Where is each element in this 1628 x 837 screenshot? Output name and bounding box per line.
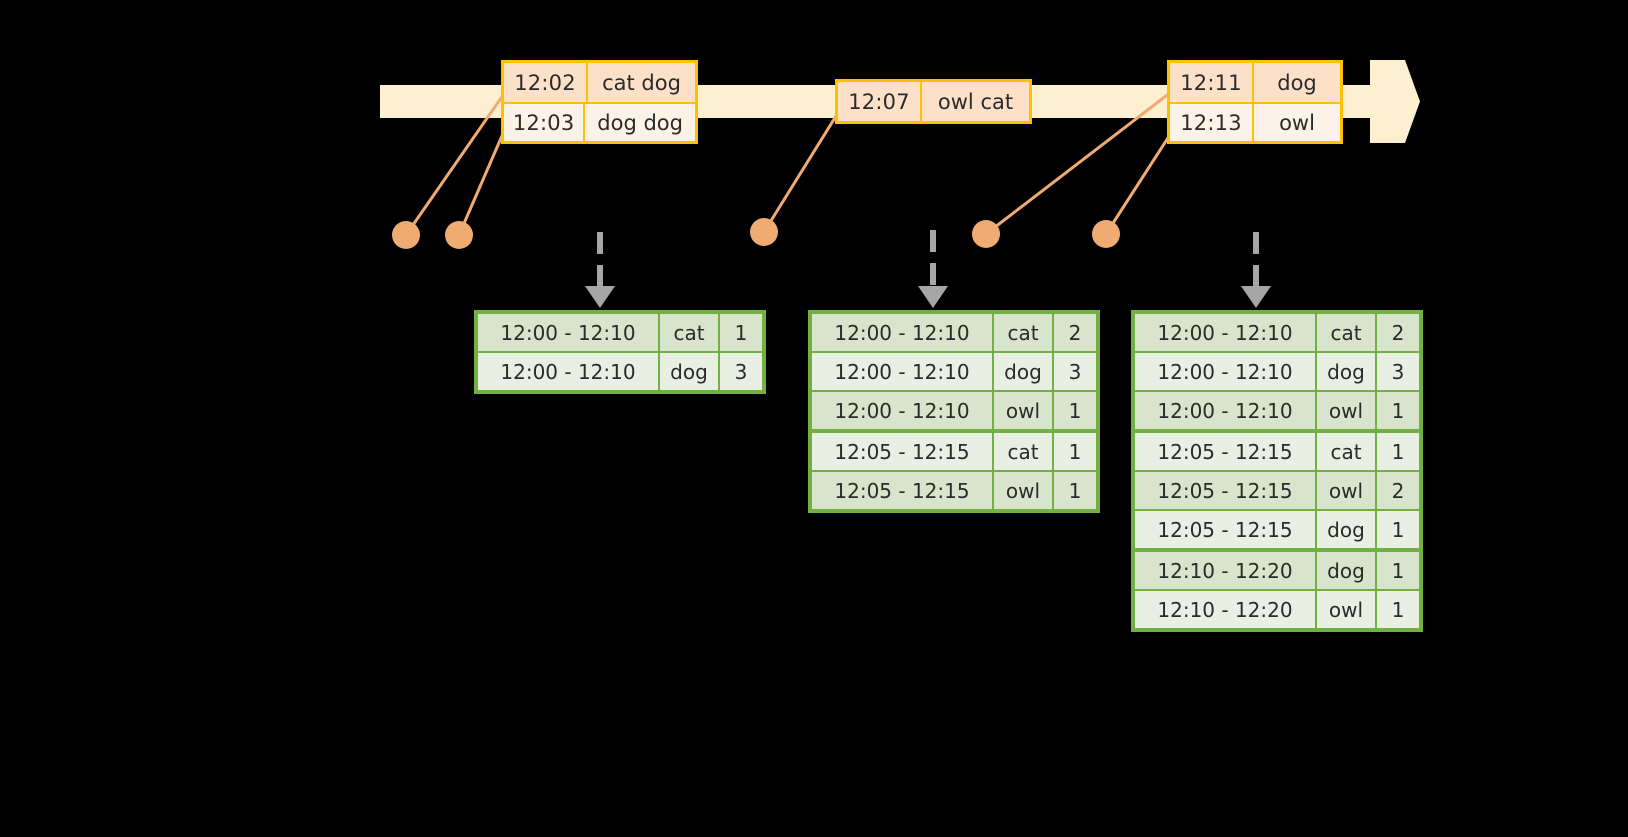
count-cell: 1 [1377,392,1419,429]
window-cell: 12:00 - 12:10 [478,353,658,390]
count-cell: 1 [1054,392,1096,429]
connector-12-02-line [404,87,510,236]
flow-arrow-3-head [1241,286,1271,308]
connector-12-13-dot [1092,220,1120,248]
key-cell: owl [1317,392,1375,429]
event-words: owl [1279,110,1315,135]
window-cell: 12:05 - 12:15 [1135,472,1315,509]
timeline-arrow-head [1370,60,1420,143]
event-row: 12:03 dog dog [504,102,695,141]
key-cell: cat [660,314,718,351]
count-cell: 1 [1377,552,1419,589]
count-cell: 3 [1054,353,1096,390]
flow-arrows [585,230,1271,308]
event-words: dog [1277,70,1317,95]
count-cell: 1 [1377,591,1419,628]
event-row: 12:07 owl cat [838,82,1029,121]
count-cell: 1 [720,314,762,351]
window-cell: 12:10 - 12:20 [1135,591,1315,628]
event-time: 12:03 [504,104,586,141]
count-cell: 1 [1377,433,1419,470]
key-cell: cat [1317,314,1375,351]
event-row: 12:13 owl [1170,102,1340,141]
key-cell: dog [1317,511,1375,548]
window-cell: 12:10 - 12:20 [1135,552,1315,589]
flow-arrow-2-head [918,286,948,308]
window-cell: 12:00 - 12:10 [812,353,992,390]
connector-12-07-line [762,107,843,233]
count-cell: 3 [1377,353,1419,390]
event-words: dog dog [597,110,683,135]
event-group-2[interactable]: 12:07 owl cat [835,79,1032,124]
event-words: cat dog [602,70,681,95]
connector-12-03-dot [445,221,473,249]
key-cell: cat [994,314,1052,351]
event-row: 12:02 cat dog [504,63,695,102]
window-cell: 12:00 - 12:10 [1135,353,1315,390]
connector-12-02-dot [392,221,420,249]
key-cell: dog [994,353,1052,390]
key-cell: owl [1317,472,1375,509]
window-cell: 12:05 - 12:15 [1135,511,1315,548]
connector-12-13-line [1104,126,1177,235]
key-cell: dog [1317,353,1375,390]
count-cell: 1 [1377,511,1419,548]
count-cell: 1 [1054,433,1096,470]
event-time: 12:11 [1170,63,1254,102]
event-group-3[interactable]: 12:11 dog 12:13 owl [1167,60,1343,144]
flow-arrow-1-head [585,286,615,308]
key-cell: owl [1317,591,1375,628]
event-time: 12:07 [838,82,922,121]
connector-12-11-dot [972,220,1000,248]
window-cell: 12:05 - 12:15 [812,472,992,509]
window-cell: 12:00 - 12:10 [812,392,992,429]
key-cell: owl [994,392,1052,429]
count-cell: 2 [1054,314,1096,351]
window-cell: 12:00 - 12:10 [1135,314,1315,351]
key-cell: dog [1317,552,1375,589]
event-time: 12:02 [504,63,588,102]
key-cell: cat [1317,433,1375,470]
count-cell: 3 [720,353,762,390]
connector-12-07-dot [750,218,778,246]
event-words: owl cat [937,89,1014,114]
count-cell: 1 [1054,472,1096,509]
event-time: 12:13 [1170,104,1254,141]
window-cell: 12:00 - 12:10 [812,314,992,351]
count-cell: 2 [1377,314,1419,351]
key-cell: cat [994,433,1052,470]
event-group-1[interactable]: 12:02 cat dog 12:03 dog dog [501,60,698,144]
window-cell: 12:00 - 12:10 [478,314,658,351]
window-cell: 12:00 - 12:10 [1135,392,1315,429]
key-cell: dog [660,353,718,390]
event-row: 12:11 dog [1170,63,1340,102]
window-cell: 12:05 - 12:15 [1135,433,1315,470]
key-cell: owl [994,472,1052,509]
window-cell: 12:05 - 12:15 [812,433,992,470]
count-cell: 2 [1377,472,1419,509]
